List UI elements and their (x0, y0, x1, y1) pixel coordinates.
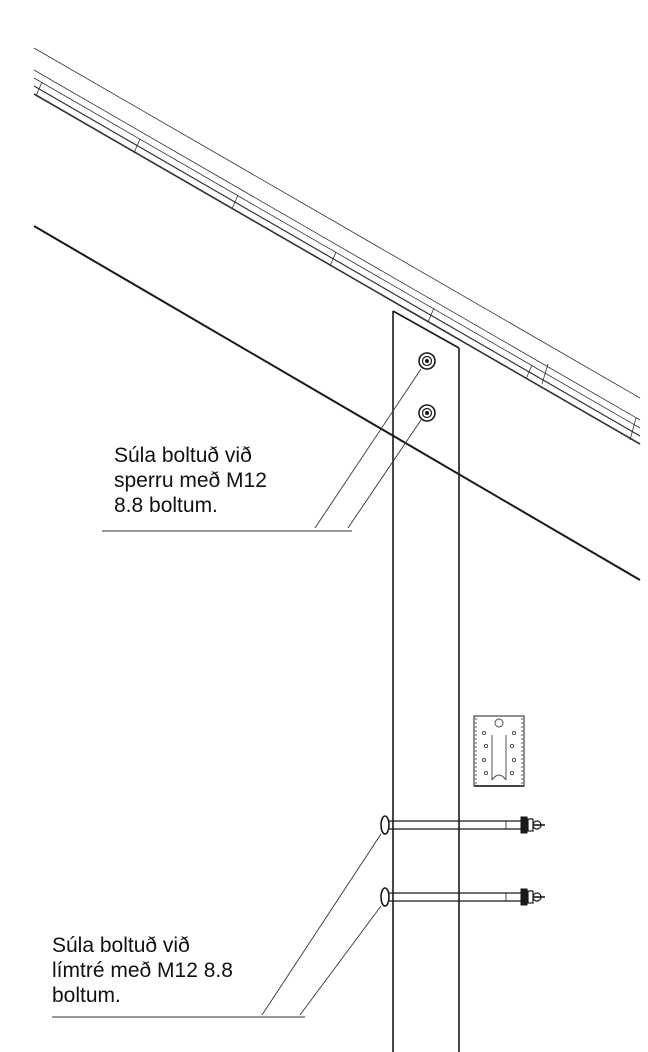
through-bolt-icon (380, 887, 545, 907)
lower-bolts (380, 815, 545, 907)
column-top-cut (392, 310, 460, 349)
roof-line-1 (33, 47, 641, 399)
roof-line-3 (33, 77, 641, 429)
rafter-lower-line (33, 225, 641, 581)
bolt-head-icon (418, 404, 436, 422)
annotation-line: Súla boltuð við (114, 444, 252, 467)
annotation-line: 8.8 boltum. (114, 494, 218, 517)
roof-line-4 (33, 85, 641, 437)
annotation-top-bolts: Súla boltuð við sperru með M12 8.8 boltu… (114, 443, 267, 518)
bolt-head-icon (418, 352, 436, 370)
top-leaders (102, 368, 422, 532)
through-bolt-icon (380, 815, 545, 835)
roof-line-2 (33, 69, 641, 421)
annotation-line: límtré með M12 8.8 (52, 959, 233, 982)
annotation-line: boltum. (52, 984, 121, 1007)
annotation-bottom-bolts: Súla boltuð við límtré með M12 8.8 boltu… (52, 933, 233, 1008)
roof-battens (35, 81, 637, 441)
annotation-line: Súla boltuð við (52, 934, 190, 957)
bottom-leaders (52, 833, 382, 1018)
roof-layers (33, 47, 641, 445)
annotation-line: sperru með M12 (114, 469, 267, 492)
column (392, 310, 460, 1052)
top-bolts (418, 352, 436, 422)
roof-line-5 (33, 93, 641, 445)
angle-bracket-plate (473, 715, 525, 787)
